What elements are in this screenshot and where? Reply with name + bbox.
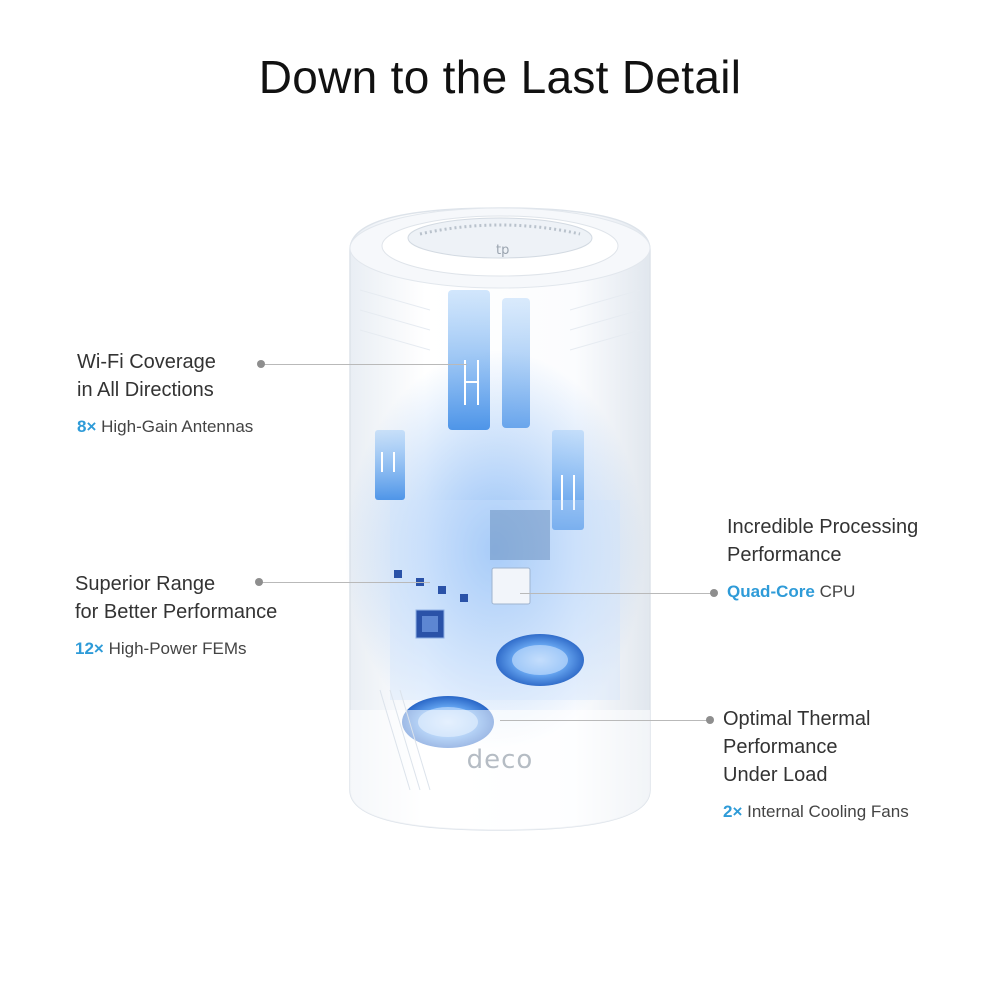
processing-title-line2: Performance <box>727 544 842 566</box>
thermal-leader-dot <box>706 716 714 724</box>
coverage-count: 8× <box>77 417 97 436</box>
range-count: 12× <box>75 639 104 658</box>
callout-thermal: Optimal Thermal Performance Under Load 2… <box>723 705 909 823</box>
processing-leader-line <box>520 593 714 594</box>
range-detail: High-Power FEMs <box>103 639 247 658</box>
deco-unit-cutaway-image: tp <box>320 190 680 850</box>
range-leader-dot <box>255 578 263 586</box>
range-spec: 12× High-Power FEMs <box>75 638 277 660</box>
processing-title-line1: Incredible Processing <box>727 516 919 538</box>
coverage-leader-line <box>262 364 467 365</box>
thermal-spec: 2× Internal Cooling Fans <box>723 801 909 823</box>
svg-text:tp: tp <box>496 243 509 258</box>
processing-leader-dot <box>710 589 718 597</box>
range-title-line2: for Better Performance <box>75 601 278 623</box>
thermal-leader-line <box>500 720 710 721</box>
callout-processing: Incredible Processing Performance Quad-C… <box>727 513 918 603</box>
processing-detail: CPU <box>814 582 856 601</box>
range-leader-line <box>260 582 430 583</box>
range-title-line1: Superior Range <box>75 573 216 595</box>
page-title: Down to the Last Detail <box>258 51 742 103</box>
coverage-title-line2: in All Directions <box>77 379 214 401</box>
thermal-title-line3: Under Load <box>723 764 828 786</box>
thermal-count: 2× <box>723 802 743 821</box>
coverage-title-line1: Wi-Fi Coverage <box>77 351 216 373</box>
deco-logo: deco <box>466 745 534 775</box>
thermal-title-line2: Performance <box>723 736 838 758</box>
processing-count: Quad-Core <box>727 582 815 601</box>
thermal-title-line1: Optimal Thermal <box>723 708 871 730</box>
coverage-leader-dot <box>257 360 265 368</box>
processing-spec: Quad-Core CPU <box>727 581 918 603</box>
thermal-detail: Internal Cooling Fans <box>742 802 909 821</box>
coverage-spec: 8× High-Gain Antennas <box>77 416 253 438</box>
callout-superior-range: Superior Range for Better Performance 12… <box>75 570 277 660</box>
callout-wifi-coverage: Wi-Fi Coverage in All Directions 8× High… <box>77 348 253 438</box>
coverage-detail: High-Gain Antennas <box>96 417 254 436</box>
